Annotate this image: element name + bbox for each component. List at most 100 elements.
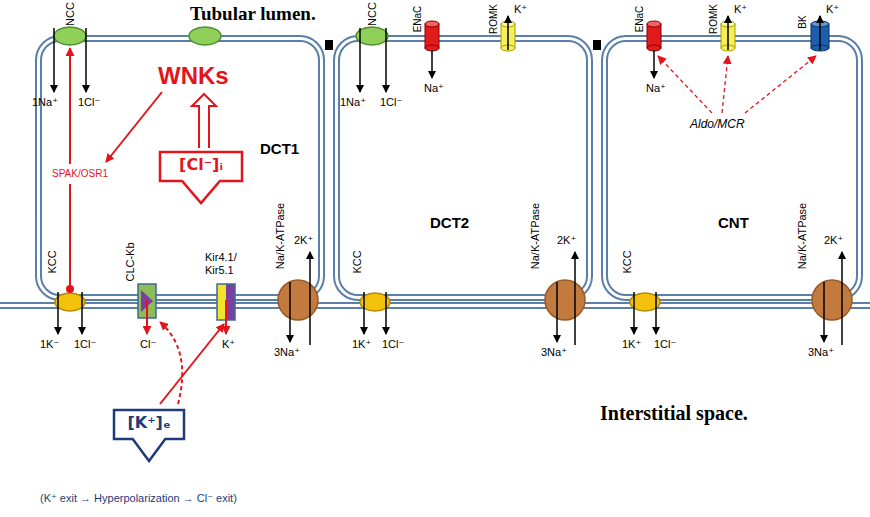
- ion-flux-arrow: [431, 50, 433, 78]
- ion-label: Na⁺: [646, 82, 666, 95]
- na-k-atpase: [545, 280, 585, 320]
- segment-name: DCT1: [260, 140, 299, 157]
- ion-flux-arrow: [819, 16, 821, 50]
- ion-flux-arrow: [727, 16, 729, 50]
- ion-label: SPAK/OSR1: [52, 168, 108, 180]
- ion-label: 3Na⁺: [274, 346, 300, 359]
- signal-callout: [Cl⁻]ᵢ: [158, 150, 244, 205]
- ncc-transporter: [356, 27, 388, 45]
- ion-flux-arrow: [556, 282, 558, 342]
- hollow-arrow: [192, 94, 216, 148]
- regulation-arrow: [106, 92, 162, 162]
- ion-flux-arrow: [823, 282, 825, 342]
- ion-label: 1Cl⁻: [382, 338, 404, 351]
- concentration-label: [K⁺]ₑ: [127, 414, 170, 432]
- tight-junction: [325, 40, 333, 50]
- ion-label: K⁺: [222, 338, 235, 351]
- regulation-arrow: [70, 48, 816, 404]
- ion-label: 1Cl⁻: [380, 96, 402, 109]
- ion-label: Tubular lumen.: [190, 3, 316, 25]
- inhibition-end: [66, 285, 74, 293]
- basolateral-membrane: [0, 303, 870, 308]
- ion-label: K⁺: [514, 3, 527, 16]
- transporter-name: KCC: [621, 250, 634, 273]
- ion-label: 1K⁺: [352, 338, 371, 351]
- ion-label: 1Cl⁻: [78, 96, 100, 109]
- ion-label: K⁺: [734, 3, 747, 16]
- ion-label: Cl⁻: [140, 338, 156, 351]
- ion-flux-arrow: [57, 292, 59, 334]
- enac-channel: [425, 21, 661, 51]
- transporter-name: Na/K-ATPase: [796, 203, 809, 269]
- ion-flux-arrow: [85, 28, 87, 92]
- regulation-arrow: [69, 184, 71, 286]
- regulation-arrow: [146, 300, 148, 334]
- transporter-name: CLC-Kb: [124, 242, 137, 281]
- ion-label: Na⁺: [424, 82, 444, 95]
- kcc-transporter: [55, 293, 85, 311]
- cell-membrane-inner: [607, 41, 857, 295]
- cell-membrane-outer: [334, 36, 592, 300]
- transporter-name: ROMK: [708, 4, 720, 34]
- enac-channel: [647, 21, 661, 27]
- enac-channel: [425, 21, 439, 27]
- ion-label: 1Na⁺: [32, 96, 58, 109]
- transporter-name: ENaC: [412, 6, 424, 33]
- ion-label: 1Cl⁻: [654, 338, 676, 351]
- regulation-arrow: [69, 48, 71, 164]
- ion-label: 1K⁺: [622, 338, 641, 351]
- cell-membrane-outer: [36, 36, 324, 300]
- transporter-name: ROMK: [488, 4, 500, 34]
- transporter-name: NCC: [64, 2, 77, 26]
- tight-junction: [593, 40, 601, 50]
- ion-label: 1K⁻: [40, 338, 59, 351]
- ion-label: 1Na⁺: [340, 96, 366, 109]
- enac-channel: [647, 24, 661, 48]
- kir-channel: [226, 284, 235, 320]
- romk-channel: [501, 21, 735, 51]
- ion-flux-arrow: [359, 28, 361, 92]
- na-k-atpase: [812, 280, 852, 320]
- enac-channel: [425, 24, 439, 48]
- transporter-name: KCC: [46, 250, 59, 273]
- transporter-name: NCC: [366, 2, 379, 26]
- ion-label: 3Na⁺: [541, 346, 567, 359]
- na-k-atpase: [278, 280, 318, 320]
- cell-membrane-outer: [602, 36, 862, 300]
- ion-flux-arrow: [655, 292, 657, 334]
- regulation-arrow: [160, 322, 182, 404]
- segment-name: DCT2: [430, 214, 469, 231]
- transporter-name: Na/K-ATPase: [529, 203, 542, 269]
- ncc-transporter: [54, 27, 388, 45]
- ion-flux-arrow: [289, 282, 291, 342]
- tubule-cell: DCT2: [334, 36, 592, 300]
- ion-flux-arrow: [841, 252, 843, 345]
- segment-name: CNT: [718, 214, 749, 231]
- ion-label: 3Na⁺: [808, 346, 834, 359]
- regulation-arrow: [225, 300, 227, 334]
- ion-label: 2K⁺: [294, 234, 313, 247]
- ion-flux-arrow: [653, 50, 655, 78]
- ion-label: 2K⁺: [824, 234, 843, 247]
- basolateral-membrane: [0, 302, 870, 304]
- ion-label: K⁺: [826, 3, 839, 16]
- ion-flux-arrow: [54, 16, 842, 345]
- transporter-name: ENaC: [634, 6, 646, 33]
- ion-flux-arrow: [81, 292, 83, 334]
- signal-callout: [K⁺]ₑ: [112, 408, 186, 463]
- cell-membrane: [36, 36, 862, 300]
- callout-outline: [114, 410, 184, 461]
- ion-flux-arrow: [633, 292, 635, 334]
- cell-membrane-inner: [41, 41, 319, 295]
- ion-label: Aldo/MCR: [690, 118, 745, 132]
- regulation-arrow: [745, 56, 816, 113]
- transporter-name: BK: [797, 15, 809, 28]
- kir-channel: [217, 284, 226, 320]
- callout-outline: [160, 152, 242, 203]
- ion-label: Kir4.1/ Kir5.1: [205, 251, 237, 276]
- ion-flux-arrow: [507, 16, 509, 50]
- concentration-label: [Cl⁻]ᵢ: [179, 156, 223, 174]
- tubule-cell: CNT: [602, 36, 862, 300]
- ion-flux-arrow: [363, 292, 365, 334]
